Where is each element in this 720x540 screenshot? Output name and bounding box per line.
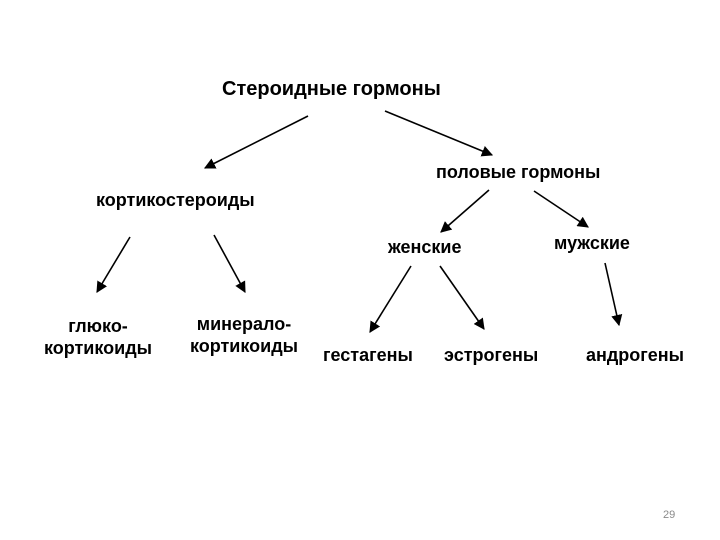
node-corticosteroids: кортикостероиды <box>96 190 255 210</box>
node-estrogens: эстрогены <box>444 345 539 365</box>
arrow-corticosteroids-to-mineralocorticoids <box>213 234 246 293</box>
arrow-male-to-androgens <box>604 262 623 327</box>
mineralocorticoids-line-1: минерало- <box>196 314 292 334</box>
node-sex-hormones: половые гормоны <box>436 162 601 182</box>
node-male: мужские <box>554 233 630 253</box>
node-female: женские <box>388 237 462 257</box>
diagram-title: Стероидные гормоны <box>222 78 441 100</box>
node-glucocorticoids: глюко- кортикоиды <box>33 315 163 359</box>
arrow-female-to-gestagens <box>369 265 412 333</box>
page-number: 29 <box>663 509 676 521</box>
glucocorticoids-line-1: глюко- <box>68 316 128 336</box>
node-mineralocorticoids: минерало- кортикоиды <box>178 313 310 357</box>
arrow-title-to-sex-hormones <box>384 110 494 157</box>
glucocorticoids-line-2: кортикоиды <box>43 338 153 358</box>
arrow-corticosteroids-to-glucocorticoids <box>96 236 131 293</box>
arrow-female-to-estrogens <box>439 265 485 330</box>
node-gestagens: гестагены <box>323 345 413 365</box>
arrow-sex-to-female <box>440 189 490 233</box>
mineralocorticoids-line-2: кортикоиды <box>189 336 299 356</box>
arrow-title-to-corticosteroids <box>204 115 309 169</box>
arrow-sex-to-male <box>533 190 589 228</box>
node-androgens: андрогены <box>586 345 685 365</box>
